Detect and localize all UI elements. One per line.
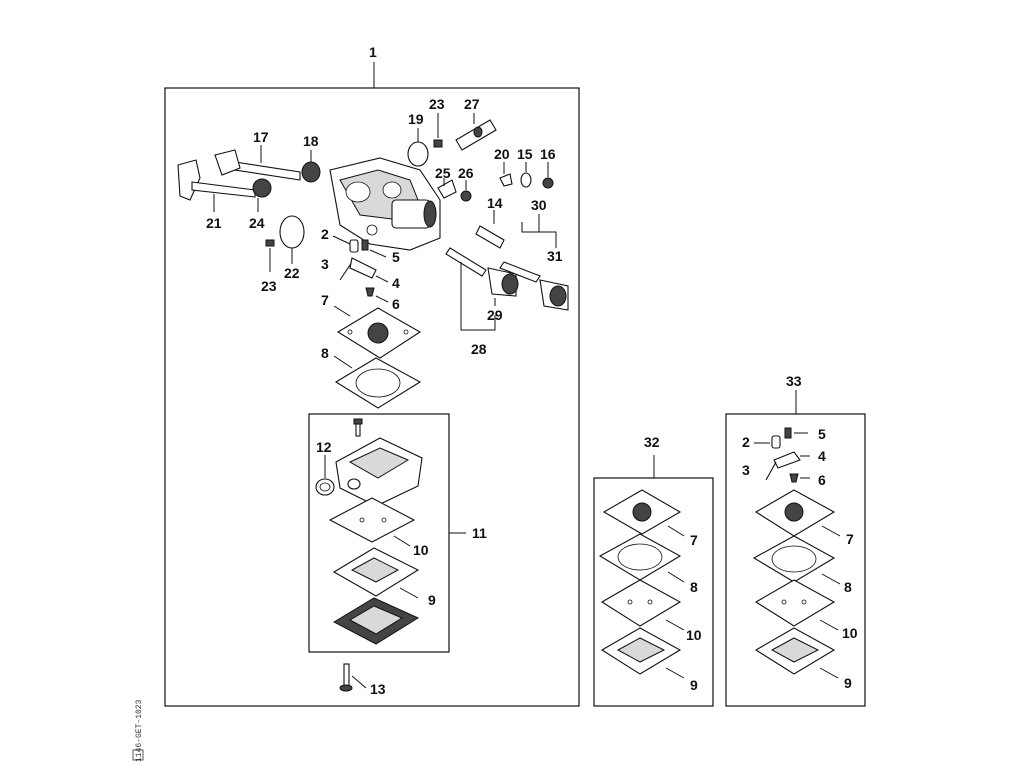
label-21: 21 xyxy=(206,215,222,231)
label-8: 8 xyxy=(321,345,329,361)
kit33-diaphragm-9: 9 xyxy=(754,627,852,691)
label-5: 5 xyxy=(392,249,400,265)
screw-23-top: 23 xyxy=(429,96,445,148)
label-3: 3 xyxy=(321,256,329,272)
screw-13: 13 xyxy=(339,663,386,697)
adjusting-screw-28: 28 xyxy=(445,247,496,357)
label-28: 28 xyxy=(471,341,487,357)
clip-20: 20 xyxy=(494,146,513,187)
label-20: 20 xyxy=(494,146,510,162)
label-27: 27 xyxy=(464,96,480,112)
main-assembly-group: 1 17 18 21 xyxy=(164,44,580,707)
limiter-cap-31: 31 xyxy=(539,248,569,311)
label-26: 26 xyxy=(458,165,474,181)
kit32-label-8: 8 xyxy=(690,579,698,595)
label-29: 29 xyxy=(487,307,503,323)
cover-plate xyxy=(332,597,420,645)
label-15: 15 xyxy=(517,146,533,162)
kit33-label-4: 4 xyxy=(818,448,826,464)
throttle-shaft-17: 17 xyxy=(214,129,301,181)
diaphragm-9-main: 9 xyxy=(332,547,436,608)
drawing-code-box xyxy=(132,749,144,761)
kit32-diaphragm-9: 9 xyxy=(600,627,698,693)
kit33-gasket-8: 8 xyxy=(752,535,852,595)
kit32-label-10: 10 xyxy=(686,627,702,643)
kit33-label-10: 10 xyxy=(842,625,858,641)
gasket-8: 8 xyxy=(321,345,422,409)
drawing-code: 1146-GET-1023 xyxy=(135,699,144,762)
adjusting-screw-30: 30 xyxy=(499,197,557,283)
main-assembly-frame xyxy=(164,87,580,707)
label-23-top: 23 xyxy=(429,96,445,112)
label-30: 30 xyxy=(531,197,547,213)
screw-14: 14 xyxy=(475,195,505,249)
kit-33-group: 33 2 5 4 3 6 7 8 xyxy=(725,373,866,707)
label-23-left: 23 xyxy=(261,278,277,294)
kit33-label-5: 5 xyxy=(818,426,826,442)
kit-33-frame xyxy=(725,413,866,707)
valve-27: 27 xyxy=(455,96,497,151)
label-17: 17 xyxy=(253,129,269,145)
kit33-label-2: 2 xyxy=(742,434,750,450)
label-19: 19 xyxy=(408,111,424,127)
needle-group: 2 5 3 4 6 xyxy=(321,226,400,312)
kit33-label-6: 6 xyxy=(818,472,826,488)
carburetor-body xyxy=(329,157,441,251)
drawing-code-group: 1146-GET-1023 xyxy=(132,699,144,762)
kit32-label-7: 7 xyxy=(690,532,698,548)
label-25: 25 xyxy=(435,165,451,181)
label-2: 2 xyxy=(321,226,329,242)
label-6: 6 xyxy=(392,296,400,312)
label-14: 14 xyxy=(487,195,503,211)
clip-25: 25 xyxy=(435,165,457,199)
kit33-label-8: 8 xyxy=(844,579,852,595)
choke-shaft-21: 21 xyxy=(177,159,256,231)
label-24: 24 xyxy=(249,215,265,231)
kit33-label-7: 7 xyxy=(846,531,854,547)
gasket-10-main: 10 xyxy=(328,497,429,558)
label-22: 22 xyxy=(284,265,300,281)
screw-23-left: 23 xyxy=(261,239,277,294)
spring-18: 18 xyxy=(301,133,321,183)
kit33-needle-group: 2 5 4 3 6 xyxy=(742,426,826,488)
kit33-label-3: 3 xyxy=(742,462,750,478)
label-12: 12 xyxy=(316,439,332,455)
kit32-diaphragm-7: 7 xyxy=(602,489,698,548)
label-33: 33 xyxy=(786,373,802,389)
pump-diaphragm-7: 7 xyxy=(321,292,422,359)
label-31: 31 xyxy=(547,248,563,264)
kit-32-frame xyxy=(593,477,714,707)
label-32: 32 xyxy=(644,434,660,450)
nut-26: 26 xyxy=(458,165,474,202)
label-10-main: 10 xyxy=(413,542,429,558)
washer-15: 15 xyxy=(517,146,533,188)
metering-assembly-11: 11 12 10 xyxy=(308,413,487,653)
kit32-gasket-10: 10 xyxy=(600,579,702,643)
label-11: 11 xyxy=(472,525,487,541)
o-ring-12: 12 xyxy=(315,439,335,496)
label-13: 13 xyxy=(370,681,386,697)
kit33-gasket-10: 10 xyxy=(754,579,858,641)
kit33-label-9: 9 xyxy=(844,675,852,691)
metering-body xyxy=(335,437,423,507)
label-4: 4 xyxy=(392,275,400,291)
valve-plate-22: 22 xyxy=(279,215,305,281)
kit-32-group: 32 7 8 10 9 xyxy=(593,434,714,707)
kit32-label-9: 9 xyxy=(690,677,698,693)
limiter-cap-29: 29 xyxy=(487,267,519,323)
spring-24: 24 xyxy=(249,178,272,231)
label-9-main: 9 xyxy=(428,592,436,608)
plate-19: 19 xyxy=(407,111,429,167)
label-7: 7 xyxy=(321,292,329,308)
screw-top xyxy=(353,418,363,437)
kit33-diaphragm-7: 7 xyxy=(754,489,854,547)
kit32-gasket-8: 8 xyxy=(598,533,698,595)
label-1: 1 xyxy=(369,44,377,60)
label-16: 16 xyxy=(540,146,556,162)
nut-16: 16 xyxy=(540,146,556,189)
label-18: 18 xyxy=(303,133,319,149)
